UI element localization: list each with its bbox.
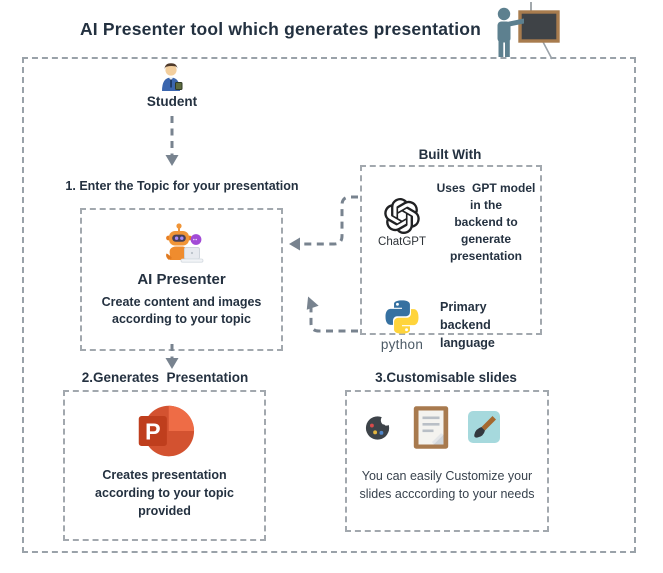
python-wordmark: python <box>380 337 424 352</box>
ai-presenter-box: AI Presenter Create content and images a… <box>80 208 283 351</box>
chatgpt-row: ChatGPT Uses GPT model in the backend to… <box>362 180 540 265</box>
built-with-box: ChatGPT Uses GPT model in the backend to… <box>360 165 542 352</box>
python-row: python Primary backend language <box>362 297 540 353</box>
ai-presenter-desc-line: according to your topic <box>112 312 251 326</box>
step2-box: P Creates presentation according to your… <box>63 390 266 541</box>
step3-desc: You can easily Customize your slides acc… <box>359 469 535 501</box>
robot-icon <box>165 223 203 263</box>
clipboard-icon <box>413 405 449 449</box>
paintbrush-icon <box>468 411 500 443</box>
ai-presenter-desc-line: Create content and images <box>101 295 262 309</box>
python-desc: Primary backend language <box>440 299 495 350</box>
ai-presenter-title: AI Presenter <box>137 271 226 288</box>
student-label: Student <box>146 94 198 109</box>
powerpoint-icon: P <box>138 405 194 457</box>
diagram-frame <box>22 57 636 553</box>
chatgpt-logo-icon <box>384 197 420 234</box>
customise-icons-row <box>347 392 547 450</box>
built-with-heading: Built With <box>418 147 482 162</box>
step2-label: 2.Generates Presentation <box>81 370 249 385</box>
chatgpt-wordmark: ChatGPT <box>378 235 426 248</box>
student-icon <box>153 60 189 94</box>
chatgpt-desc: Uses GPT model in the backend to generat… <box>436 181 543 263</box>
step3-box: You can easily Customize your slides acc… <box>345 390 549 532</box>
ai-presenter-desc: Create content and images according to y… <box>102 294 262 328</box>
step1-label: 1. Enter the Topic for your presentation <box>65 179 299 193</box>
presenter-blackboard-icon <box>490 2 566 60</box>
step3-label: 3.Customisable slides <box>375 370 517 385</box>
step2-desc: Creates presentation according to your t… <box>95 468 234 518</box>
python-logo-icon <box>385 300 419 334</box>
page-title: AI Presenter tool which generates presen… <box>79 19 482 39</box>
powerpoint-letter: P <box>145 418 161 444</box>
palette-icon <box>365 414 392 440</box>
